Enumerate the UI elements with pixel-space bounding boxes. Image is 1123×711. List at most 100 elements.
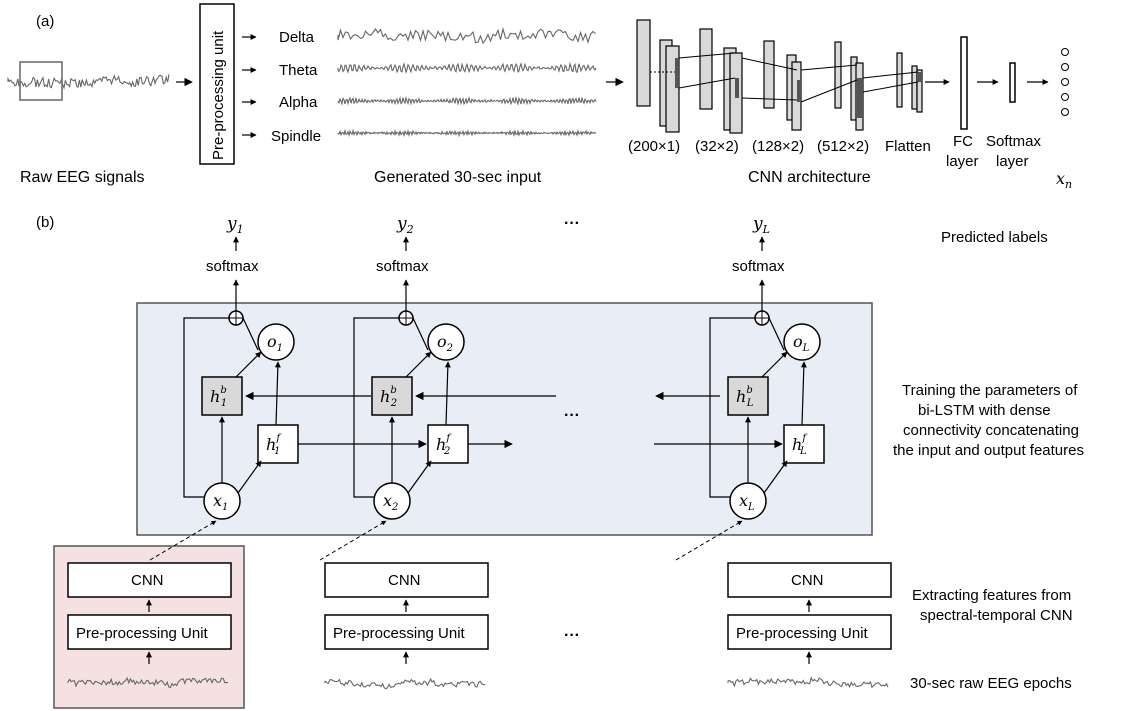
hf-base: h <box>266 435 276 454</box>
output-node-2 <box>1061 63 1069 71</box>
cnn-block4-back <box>834 41 842 109</box>
output-xn-sub: n <box>1065 178 1072 191</box>
hf-sup: f <box>445 433 452 444</box>
x-sub: L <box>747 502 755 513</box>
part-b-tag: (b) <box>36 214 54 231</box>
cnn-block3-kernel <box>797 80 801 102</box>
output-xn-base: x <box>1056 169 1065 188</box>
band-label-spindle: Spindle <box>271 128 321 145</box>
cnn-box-3 <box>727 562 892 598</box>
cnn-to-x-dashed <box>149 520 217 561</box>
cnn-box-2 <box>324 562 489 598</box>
hb-sup: b <box>220 385 226 396</box>
output-xn: xn <box>1056 169 1072 191</box>
fc-label-line1: FC <box>953 133 973 150</box>
cnn-block2-back <box>699 28 713 110</box>
softmax-label-line1: Softmax <box>986 133 1042 150</box>
hb-to-o <box>235 351 262 378</box>
cnn-input-layer <box>636 19 651 107</box>
hb-sup: b <box>746 385 752 396</box>
band-label-theta: Theta <box>279 62 318 79</box>
cnn-block4-kernel <box>857 78 863 118</box>
softmax-label-line2: layer <box>996 153 1029 170</box>
softmax-label-3: softmax <box>732 258 785 275</box>
epoch-waveform-2 <box>324 677 486 690</box>
pred-y-base: y <box>752 214 763 234</box>
band-label-alpha: Alpha <box>279 94 318 111</box>
o-to-concat-2 <box>412 317 429 351</box>
raw-eeg-window <box>19 61 63 101</box>
cnn-flatten-back <box>896 52 903 108</box>
cnn-link-2b <box>741 97 798 101</box>
hb-node-3 <box>727 376 769 416</box>
epoch-waveform-1 <box>67 676 229 689</box>
hb-to-o <box>405 351 432 378</box>
cnn-link-1a <box>678 52 736 59</box>
blstm-desc-line4: the input and output features <box>893 442 1084 459</box>
raw-eeg-waveform <box>7 74 170 90</box>
cnn-box-label-2: CNN <box>388 572 421 589</box>
cnn-flatten-front <box>916 69 923 113</box>
cnn-link-1b <box>678 77 736 89</box>
cnn-block3-back <box>763 40 775 109</box>
epoch-waveform-3 <box>727 676 889 689</box>
flatten-label: Flatten <box>885 138 931 155</box>
hf-to-o <box>800 361 807 426</box>
cnn-architecture <box>636 19 1069 134</box>
raw-eeg-label: Raw EEG signals <box>20 169 145 186</box>
x-base: x <box>739 491 748 510</box>
hf-base: h <box>792 435 802 454</box>
blstm-desc-line2: bi-LSTM with dense <box>918 402 1051 419</box>
x-base: x <box>213 491 222 510</box>
cnn-box-1 <box>67 562 232 598</box>
dim-label-2: (32×2) <box>695 138 739 155</box>
pred-label-y1: y1 <box>226 214 244 236</box>
cnn-link-4b <box>862 81 919 93</box>
o-base: o <box>437 332 447 351</box>
o-base: o <box>267 332 277 351</box>
preproc-unit-box <box>199 3 235 165</box>
x-sub: 2 <box>391 502 398 513</box>
softmax-layer <box>1009 62 1016 103</box>
preproc-box-label-1: Pre-processing Unit <box>76 625 209 642</box>
cnn-block2-kernel <box>735 78 739 98</box>
pred-y-sub: 2 <box>406 223 414 236</box>
hb-sub: L <box>746 398 754 409</box>
hf-node-1 <box>257 424 299 464</box>
cnn-architecture-label: CNN architecture <box>748 169 871 186</box>
x-to-hf <box>237 460 262 494</box>
theta-waveform <box>337 61 597 74</box>
pred-y-sub: L <box>762 223 770 236</box>
fc-layer <box>960 36 968 130</box>
hf-base: h <box>436 435 446 454</box>
o-to-concat-1 <box>242 317 259 351</box>
hf-to-o <box>274 361 281 426</box>
alpha-waveform <box>337 95 597 107</box>
hb-sub: 1 <box>221 398 227 409</box>
hb-to-o <box>761 351 788 378</box>
softmax-label-1: softmax <box>206 258 259 275</box>
hb-base: h <box>380 387 390 406</box>
hb-sub: 2 <box>390 398 397 409</box>
band-outputs: Delta Theta Alpha Spindle <box>242 29 321 145</box>
predicted-labels-text: Predicted labels <box>941 229 1048 246</box>
o-label-2: o2 <box>437 332 453 354</box>
x-label-2: x2 <box>383 491 398 513</box>
pred-label-y3: yL <box>752 214 770 236</box>
extract-desc-line2: spectral-temporal CNN <box>920 607 1073 624</box>
o-to-concat-3 <box>768 317 785 351</box>
pred-y-base: y <box>396 214 407 234</box>
dim-label-3: (128×2) <box>752 138 804 155</box>
output-node-o2 <box>427 323 465 361</box>
band-label-delta: Delta <box>279 29 315 46</box>
cnn-link-3b <box>800 79 858 103</box>
preproc-unit-label: Pre-processing unit <box>210 30 227 160</box>
x-label-3: xL <box>739 491 755 513</box>
hf-node-2 <box>427 424 469 464</box>
ellipsis-top: ··· <box>564 215 580 232</box>
output-node-5 <box>1061 108 1069 116</box>
